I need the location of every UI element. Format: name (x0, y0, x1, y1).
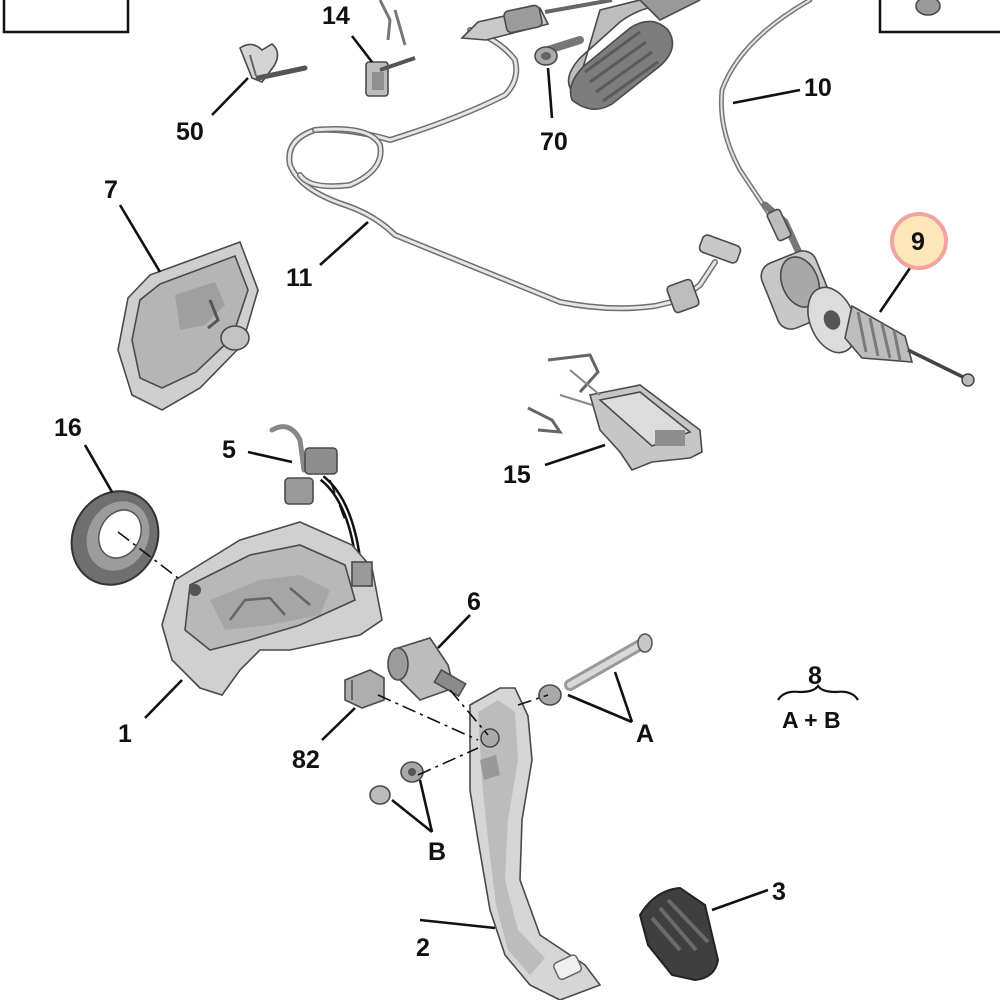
callout-82: 82 (292, 746, 320, 774)
top-left-frame (2, 0, 130, 34)
callout-A: A (636, 720, 654, 748)
callout-7: 7 (104, 176, 118, 204)
callout-15: 15 (503, 461, 531, 489)
part-82-clip (344, 669, 385, 709)
callout-1: 1 (118, 720, 132, 748)
part-10-cable (718, 0, 813, 274)
top-connector-part (460, 0, 613, 41)
part-16-seal-ring (70, 490, 160, 586)
callout-2: 2 (416, 934, 430, 962)
part-14-clip (365, 0, 416, 97)
callout-6: 6 (467, 588, 481, 616)
callout-16: 16 (54, 414, 82, 442)
callout-8-formula: A + B (782, 707, 841, 733)
gear-shift-boot-part (567, 0, 701, 110)
part-15-bracket (527, 353, 703, 471)
part-7-cover (117, 240, 259, 411)
pivot-pin-A (538, 633, 653, 706)
callout-50: 50 (176, 118, 204, 146)
top-right-frame (878, 0, 1000, 34)
part-6-switch (387, 637, 467, 701)
part-5-sensor (269, 424, 362, 561)
callout-B: B (428, 838, 446, 866)
callout-5: 5 (222, 436, 236, 464)
nuts-B (369, 761, 424, 805)
part-1-pedal-box (161, 521, 383, 696)
callout-9: 9 (911, 228, 925, 256)
leader-lines (83, 35, 912, 930)
callout-8: 8 (808, 662, 822, 690)
part-9-master-cylinder (760, 250, 975, 387)
callout-11: 11 (286, 264, 313, 292)
callout-10: 10 (804, 74, 832, 102)
part-2-pedal-arm (469, 687, 602, 1000)
part-11-clutch-pipe (286, 27, 742, 314)
callout-3: 3 (772, 878, 786, 906)
assembly-lines (117, 479, 549, 776)
part-3-pedal-pad (638, 886, 720, 982)
highlight-circle-9 (890, 212, 948, 270)
callout-70: 70 (540, 128, 568, 156)
part-50-clip (239, 43, 308, 83)
callout-14: 14 (322, 2, 350, 30)
part-70-bolt (534, 36, 584, 66)
callout-labels: 14 50 70 10 7 11 9 16 5 15 6 8 A + B 1 8… (54, 2, 925, 962)
